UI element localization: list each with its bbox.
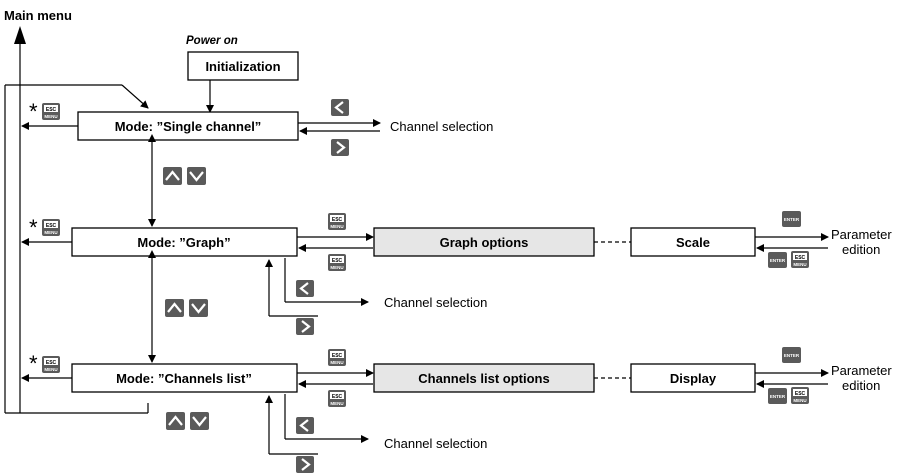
initialization-label: Initialization: [205, 59, 280, 74]
display-label: Display: [670, 371, 717, 386]
right-arrow-key-list[interactable]: [296, 456, 314, 473]
svg-text:MENU: MENU: [44, 114, 57, 119]
enter-key-scale-top[interactable]: ENTER: [782, 211, 801, 227]
svg-text:ESC: ESC: [795, 391, 806, 397]
initialization-box: [187, 51, 299, 81]
mode-channels-list-box[interactable]: [71, 363, 298, 393]
esc-menu-key-list-options-top[interactable]: ESC MENU: [328, 349, 346, 366]
left-arrow-key-single[interactable]: [331, 99, 349, 116]
scale-parameter-label: Parameter: [831, 227, 892, 242]
esc-menu-key-scale-bottom[interactable]: ESC MENU: [791, 251, 809, 268]
svg-text:ENTER: ENTER: [770, 258, 786, 263]
mode-channels-list-label: Mode: ”Channels list”: [116, 371, 252, 386]
svg-text:ESC: ESC: [795, 255, 806, 261]
down-arrow-key-1[interactable]: [187, 167, 206, 185]
svg-text:ESC: ESC: [46, 360, 57, 366]
right-arrow-key-graph[interactable]: [296, 318, 314, 335]
svg-text:ESC: ESC: [46, 223, 57, 229]
main-menu-label: Main menu: [4, 8, 72, 23]
esc-menu-key-graph[interactable]: ESC MENU: [42, 219, 60, 236]
up-arrow-key-3[interactable]: [166, 412, 185, 430]
svg-text:MENU: MENU: [330, 360, 343, 365]
graph-options-box[interactable]: [373, 227, 595, 257]
left-arrow-key-list[interactable]: [296, 417, 314, 434]
enter-key-display-top[interactable]: ENTER: [782, 347, 801, 363]
down-arrow-key-2[interactable]: [189, 299, 208, 317]
esc-menu-key-display-bottom[interactable]: ESC MENU: [791, 387, 809, 404]
display-edition-label: edition: [842, 378, 880, 393]
graph-options-label: Graph options: [440, 235, 529, 250]
esc-menu-key-graph-options-top[interactable]: ESC MENU: [328, 213, 346, 230]
asterisk-graph: *: [29, 215, 38, 240]
esc-menu-key-graph-options-bottom[interactable]: ESC MENU: [328, 254, 346, 271]
enter-key-display-bottom[interactable]: ENTER: [768, 388, 787, 404]
svg-text:MENU: MENU: [793, 398, 806, 403]
svg-text:ESC: ESC: [46, 107, 57, 113]
svg-text:ENTER: ENTER: [770, 394, 786, 399]
asterisk-list: *: [29, 351, 38, 376]
mode-graph-box[interactable]: [71, 227, 298, 257]
up-arrow-key-2[interactable]: [165, 299, 184, 317]
mode-single-channel-label: Mode: ”Single channel”: [115, 119, 262, 134]
mode-graph-label: Mode: ”Graph”: [137, 235, 230, 250]
main-menu-arrowhead: [14, 26, 26, 44]
svg-text:MENU: MENU: [330, 224, 343, 229]
list-channel-selection-label: Channel selection: [384, 436, 487, 451]
svg-text:ESC: ESC: [332, 258, 343, 264]
esc-menu-key-list-options-bottom[interactable]: ESC MENU: [328, 390, 346, 407]
up-arrow-key-1[interactable]: [163, 167, 182, 185]
esc-menu-key-single[interactable]: ESC MENU: [42, 103, 60, 120]
svg-text:ESC: ESC: [332, 217, 343, 223]
display-box[interactable]: [630, 363, 756, 393]
channels-list-options-box[interactable]: [373, 363, 595, 393]
channels-list-options-label: Channels list options: [418, 371, 549, 386]
scale-edition-label: edition: [842, 242, 880, 257]
svg-text:ESC: ESC: [332, 394, 343, 400]
svg-text:ENTER: ENTER: [784, 217, 800, 222]
svg-text:MENU: MENU: [44, 367, 57, 372]
svg-text:ENTER: ENTER: [784, 353, 800, 358]
power-on-label: Power on: [186, 35, 238, 47]
esc-menu-key-list[interactable]: ESC MENU: [42, 356, 60, 373]
svg-text:MENU: MENU: [44, 230, 57, 235]
svg-text:MENU: MENU: [330, 401, 343, 406]
graph-channel-selection-label: Channel selection: [384, 295, 487, 310]
svg-text:MENU: MENU: [793, 262, 806, 267]
display-parameter-label: Parameter: [831, 363, 892, 378]
right-arrow-key-single[interactable]: [331, 139, 349, 156]
single-channel-selection-label: Channel selection: [390, 119, 493, 134]
enter-key-scale-bottom[interactable]: ENTER: [768, 252, 787, 268]
svg-text:ESC: ESC: [332, 353, 343, 359]
down-arrow-key-3[interactable]: [190, 412, 209, 430]
scale-label: Scale: [676, 235, 710, 250]
svg-text:MENU: MENU: [330, 265, 343, 270]
asterisk-single: *: [29, 99, 38, 124]
scale-box[interactable]: [630, 227, 756, 257]
left-arrow-key-graph[interactable]: [296, 280, 314, 297]
